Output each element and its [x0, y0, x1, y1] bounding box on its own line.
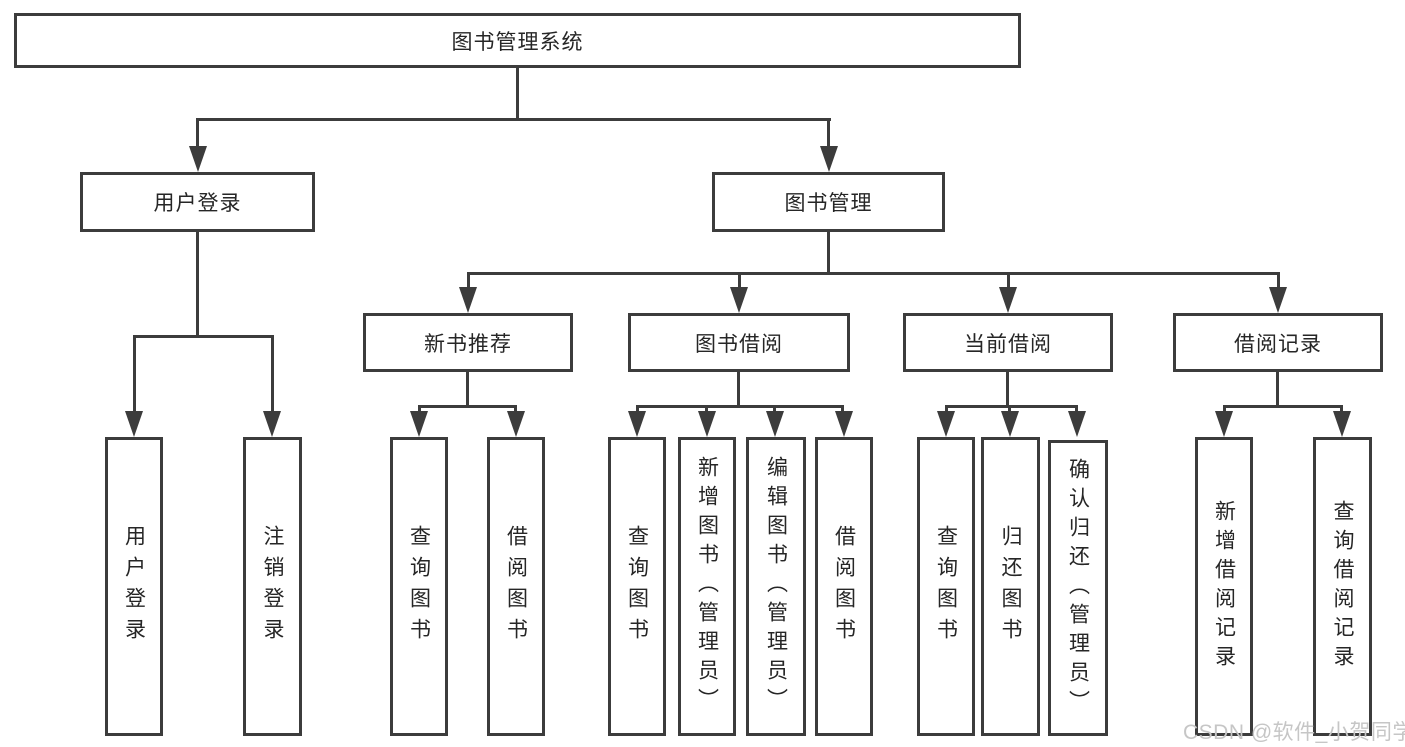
arrow-down-icon — [835, 411, 853, 437]
node-borrow-records: 借阅记录 — [1173, 313, 1383, 372]
connector-line — [1277, 272, 1280, 290]
connector-line — [466, 372, 469, 405]
connector-line — [1008, 405, 1011, 415]
arrow-down-icon — [410, 411, 428, 437]
node-cb-confirm-return-admin-label: 确认归还（管理员） — [1066, 457, 1090, 719]
arrow-down-icon — [189, 146, 207, 172]
connector-line — [467, 272, 470, 290]
connector-line — [738, 272, 741, 290]
node-nb-borrow-book: 借阅图书 — [487, 437, 545, 736]
connector-line — [418, 405, 517, 408]
node-library-system-label: 图书管理系统 — [451, 30, 584, 54]
node-bb-borrow-book-label: 借阅图书 — [832, 524, 856, 649]
connector-line — [196, 118, 831, 121]
node-book-borrow: 图书借阅 — [628, 313, 850, 372]
node-cb-return-book: 归还图书 — [981, 437, 1040, 736]
node-bb-borrow-book: 借阅图书 — [815, 437, 873, 736]
connector-line — [1340, 405, 1343, 415]
node-bb-add-book-admin-label: 新增图书（管理员） — [695, 456, 719, 717]
arrow-down-icon — [125, 411, 143, 437]
node-nb-borrow-book-label: 借阅图书 — [504, 524, 528, 649]
connector-line — [516, 68, 519, 118]
connector-line — [1007, 272, 1010, 290]
arrow-down-icon — [1269, 287, 1287, 313]
connector-line — [196, 118, 199, 150]
node-book-management: 图书管理 — [712, 172, 945, 232]
node-br-add-record: 新增借阅记录 — [1195, 437, 1253, 736]
arrow-down-icon — [263, 411, 281, 437]
connector-line — [1223, 405, 1226, 415]
connector-line — [1075, 405, 1078, 415]
arrow-down-icon — [1068, 411, 1086, 437]
node-br-query-record: 查询借阅记录 — [1313, 437, 1372, 736]
arrow-down-icon — [507, 411, 525, 437]
connector-line — [1006, 372, 1009, 405]
node-bb-edit-book-admin: 编辑图书（管理员） — [746, 437, 806, 736]
node-bb-add-book-admin: 新增图书（管理员） — [678, 437, 736, 736]
connector-line — [1276, 372, 1279, 405]
node-cb-confirm-return-admin: 确认归还（管理员） — [1048, 440, 1108, 736]
arrow-down-icon — [1001, 411, 1019, 437]
arrow-down-icon — [999, 287, 1017, 313]
node-borrow-records-label: 借阅记录 — [1234, 332, 1322, 356]
connector-line — [514, 405, 517, 415]
node-leaf-logout: 注销登录 — [243, 437, 302, 736]
node-nb-query-book: 查询图书 — [390, 437, 448, 736]
node-current-borrow: 当前借阅 — [903, 313, 1113, 372]
node-nb-query-book-label: 查询图书 — [407, 524, 431, 649]
arrow-down-icon — [1333, 411, 1351, 437]
connector-line — [945, 405, 1078, 408]
node-book-borrow-label: 图书借阅 — [695, 332, 783, 356]
connector-line — [737, 372, 740, 405]
connector-line — [636, 405, 844, 408]
node-user-login: 用户登录 — [80, 172, 315, 232]
node-leaf-logout-label: 注销登录 — [261, 524, 284, 649]
connector-line — [827, 232, 830, 272]
arrow-down-icon — [698, 411, 716, 437]
connector-line — [636, 405, 639, 415]
connector-line — [271, 335, 274, 413]
connector-line — [773, 405, 776, 415]
node-leaf-user-login: 用户登录 — [105, 437, 163, 736]
connector-line — [827, 118, 830, 150]
arrow-down-icon — [1215, 411, 1233, 437]
watermark: CSDN @软件_小贺同学 — [1183, 721, 1405, 744]
node-br-add-record-label: 新增借阅记录 — [1212, 499, 1236, 674]
arrow-down-icon — [937, 411, 955, 437]
connector-line — [705, 405, 708, 415]
node-library-system: 图书管理系统 — [14, 13, 1021, 68]
connector-line — [467, 272, 1280, 275]
arrow-down-icon — [766, 411, 784, 437]
node-current-borrow-label: 当前借阅 — [964, 332, 1052, 356]
node-cb-query-book: 查询图书 — [917, 437, 975, 736]
node-cb-query-book-label: 查询图书 — [934, 524, 958, 649]
arrow-down-icon — [628, 411, 646, 437]
connector-line — [133, 335, 274, 338]
node-bb-query-book-label: 查询图书 — [625, 524, 649, 649]
arrow-down-icon — [730, 287, 748, 313]
node-leaf-user-login-label: 用户登录 — [122, 524, 146, 649]
node-cb-return-book-label: 归还图书 — [999, 524, 1022, 649]
arrow-down-icon — [459, 287, 477, 313]
node-bb-edit-book-admin-label: 编辑图书（管理员） — [764, 456, 788, 717]
node-bb-query-book: 查询图书 — [608, 437, 666, 736]
connector-line — [841, 405, 844, 415]
arrow-down-icon — [820, 146, 838, 172]
node-book-management-label: 图书管理 — [784, 192, 873, 215]
node-new-book-recommend: 新书推荐 — [363, 313, 573, 372]
node-new-book-recommend-label: 新书推荐 — [424, 332, 512, 356]
connector-line — [945, 405, 948, 415]
connector-line — [1223, 405, 1343, 408]
connector-line — [196, 232, 199, 335]
connector-line — [418, 405, 421, 415]
node-br-query-record-label: 查询借阅记录 — [1331, 499, 1354, 674]
connector-line — [133, 335, 136, 413]
node-user-login-label: 用户登录 — [153, 192, 242, 215]
